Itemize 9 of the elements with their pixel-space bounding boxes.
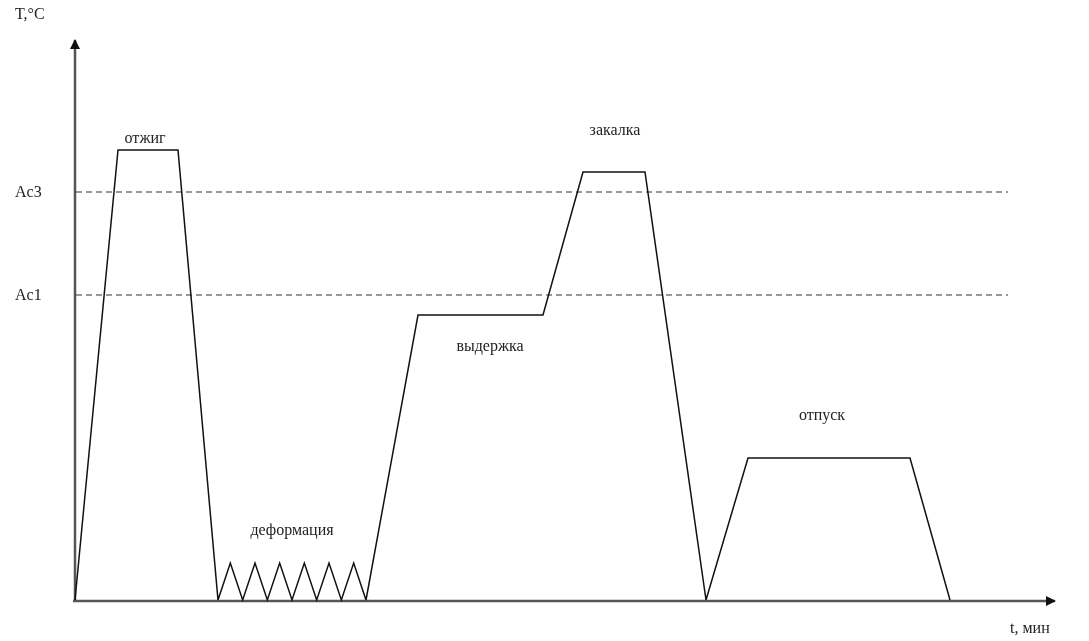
axis-label: t, мин <box>1010 620 1050 636</box>
axis-label: T,°C <box>15 6 45 22</box>
level-label: Ac3 <box>15 184 42 200</box>
stage-label: отпуск <box>798 407 846 423</box>
stage-label: выдержка <box>456 338 524 354</box>
stage-label: закалка <box>589 122 641 138</box>
stage-label: деформация <box>250 522 334 538</box>
stage-label: отжиг <box>124 130 166 146</box>
level-label: Ac1 <box>15 287 42 303</box>
